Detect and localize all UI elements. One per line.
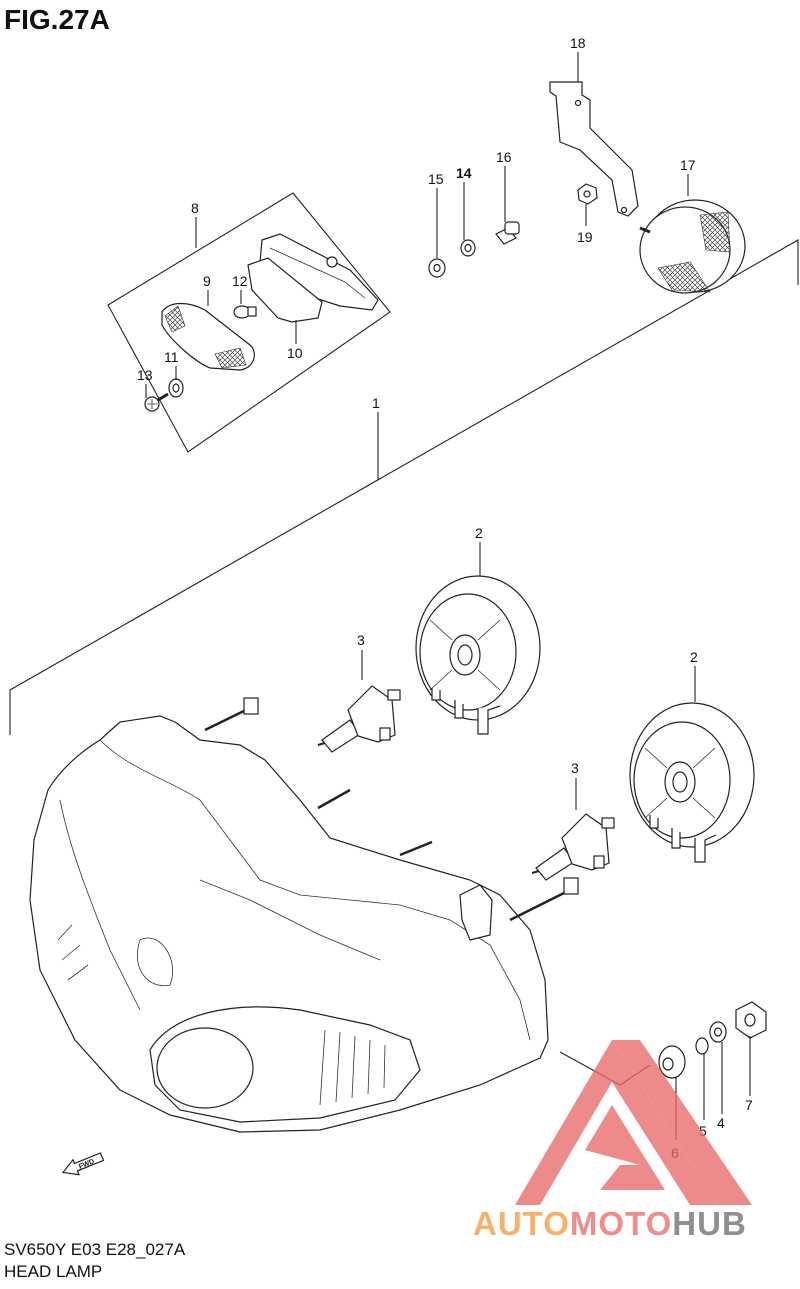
lens-screw-shape [144, 392, 169, 412]
watermark-moto: MOTO [569, 1205, 673, 1242]
callout-11: 11 [164, 349, 179, 365]
assembly-outline [9, 239, 799, 735]
figure-title: FIG.27A [4, 4, 110, 35]
grommet-6-shape [658, 1045, 686, 1079]
callout-8: 8 [191, 200, 199, 216]
fwd-label: FWD [78, 1158, 95, 1170]
callout-2-lower: 2 [690, 649, 698, 665]
callout-16: 16 [496, 149, 512, 165]
callout-12: 12 [232, 273, 248, 289]
washer-4-shape [709, 1021, 727, 1043]
watermark-auto: AUTO [473, 1205, 570, 1242]
bracket-shape [549, 81, 639, 217]
callout-7: 7 [745, 1097, 753, 1113]
callout-1: 1 [372, 395, 380, 411]
turn-signal-box [107, 192, 391, 453]
nut-7-shape [735, 1001, 767, 1039]
callout-5: 5 [699, 1123, 707, 1139]
bulb-cover-upper-shape [415, 575, 541, 735]
watermark-hub: HUB [672, 1205, 747, 1242]
callout-9: 9 [203, 273, 211, 289]
section-name: HEAD LAMP [4, 1262, 103, 1281]
callout-3-lower: 3 [571, 760, 579, 776]
callout-4: 4 [717, 1115, 725, 1131]
watermark-text: AUTOMOTOHUB [473, 1205, 747, 1243]
turn-signal-housing-shape [247, 233, 379, 323]
callout-10: 10 [287, 345, 303, 361]
headlamp-housing-shape [29, 697, 579, 1133]
callout-13: 13 [137, 367, 153, 383]
bolt-16-shape [495, 221, 520, 245]
turn-signal-lens-shape [161, 302, 255, 371]
fwd-arrow-icon: FWD [61, 1152, 105, 1176]
callout-17: 17 [680, 157, 696, 173]
callout-3-upper: 3 [357, 632, 365, 648]
bulb-shape [233, 305, 257, 319]
washer-14-shape [460, 239, 476, 257]
callout-19: 19 [577, 229, 593, 245]
nut-19-shape [577, 183, 598, 205]
leader-lines [145, 52, 751, 1140]
callout-2-upper: 2 [475, 525, 483, 541]
washer-11-shape [168, 378, 184, 398]
bulb-upper-shape [317, 685, 401, 753]
model-code: SV650Y E03 E28_027A [4, 1240, 186, 1259]
bulb-lower-shape [531, 813, 615, 881]
callout-15: 15 [428, 171, 444, 187]
callout-14: 14 [456, 165, 472, 181]
reflector-shape [639, 199, 746, 294]
washer-15-shape [428, 258, 446, 278]
collar-5-shape [695, 1037, 709, 1055]
bulb-cover-lower-shape [629, 702, 755, 863]
callout-18: 18 [570, 35, 586, 51]
watermark-logo-icon [515, 1040, 752, 1205]
